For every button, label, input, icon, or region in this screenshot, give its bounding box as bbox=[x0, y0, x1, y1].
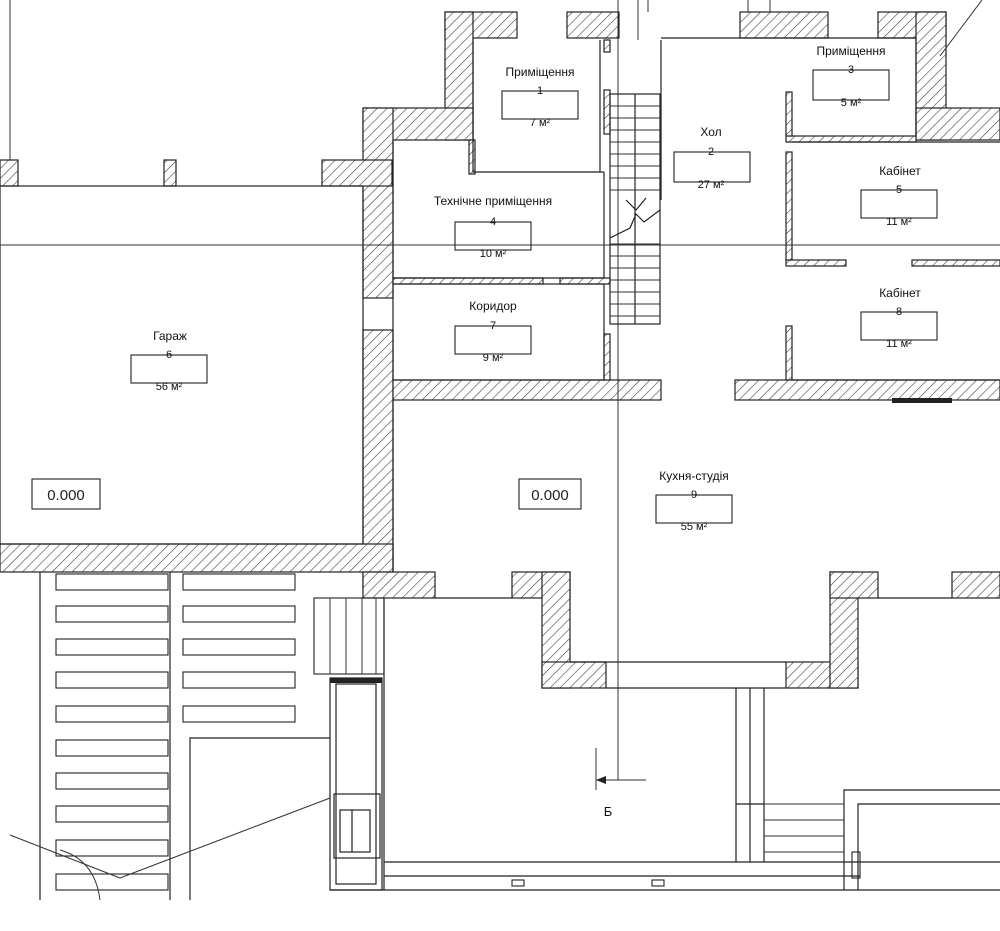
room-2-name: Хол bbox=[700, 125, 721, 139]
room-5-number: 5 bbox=[896, 184, 902, 196]
room-9-number: 9 bbox=[691, 489, 697, 501]
entrance-steps bbox=[313, 597, 385, 891]
room-1-name: Приміщення bbox=[505, 65, 574, 79]
section-mark: Б bbox=[604, 804, 613, 819]
room-5-name: Кабінет bbox=[879, 164, 921, 178]
room-4-area: 10 м² bbox=[480, 248, 507, 260]
room-4-name: Технічне приміщення bbox=[434, 194, 552, 208]
room-8-number: 8 bbox=[896, 306, 902, 318]
room-8-label: Кабінет 8 11 м² bbox=[860, 286, 938, 350]
room-6-label: Гараж 6 56 м² bbox=[130, 329, 208, 393]
level-value: 0.000 bbox=[531, 487, 569, 504]
room-3-label: Приміщення 3 5 м² bbox=[812, 44, 890, 109]
level-value: 0.000 bbox=[47, 487, 85, 504]
room-1-area: 7 м² bbox=[530, 117, 551, 129]
room-6-area: 56 м² bbox=[156, 381, 183, 393]
room-7-label: Коридор 7 9 м² bbox=[454, 299, 532, 364]
room-2-number: 2 bbox=[708, 146, 714, 158]
terrace bbox=[330, 598, 1000, 891]
room-3-name: Приміщення bbox=[816, 44, 885, 58]
room-5-label: Кабінет 5 11 м² bbox=[860, 164, 938, 228]
room-6-number: 6 bbox=[166, 349, 172, 361]
room-2-area: 27 м² bbox=[698, 179, 725, 191]
room-9-label: Кухня-студія 9 55 м² bbox=[655, 469, 733, 533]
room-4-label: Технічне приміщення 4 10 м² bbox=[434, 194, 552, 260]
room-4-number: 4 bbox=[490, 216, 496, 228]
room-1-number: 1 bbox=[537, 85, 543, 97]
interior-walls bbox=[392, 39, 1000, 403]
room-3-area: 5 м² bbox=[841, 97, 862, 109]
room-1-label: Приміщення 1 7 м² bbox=[501, 65, 579, 129]
parking-area bbox=[9, 572, 331, 901]
exterior-walls bbox=[0, 11, 1000, 689]
room-7-number: 7 bbox=[490, 320, 496, 332]
room-8-area: 11 м² bbox=[886, 338, 912, 350]
staircase bbox=[609, 93, 661, 325]
room-2-label: Хол 2 27 м² bbox=[673, 125, 751, 191]
room-7-name: Коридор bbox=[469, 299, 517, 313]
room-8-name: Кабінет bbox=[879, 286, 921, 300]
room-7-area: 9 м² bbox=[483, 352, 504, 364]
room-9-name: Кухня-студія bbox=[659, 469, 729, 483]
room-3-number: 3 bbox=[848, 64, 854, 76]
level-mark-garage: 0.000 bbox=[31, 478, 101, 510]
room-5-area: 11 м² bbox=[886, 216, 912, 228]
level-mark-kitchen: 0.000 bbox=[518, 478, 582, 510]
room-6-name: Гараж bbox=[153, 329, 187, 343]
room-9-area: 55 м² bbox=[681, 521, 708, 533]
